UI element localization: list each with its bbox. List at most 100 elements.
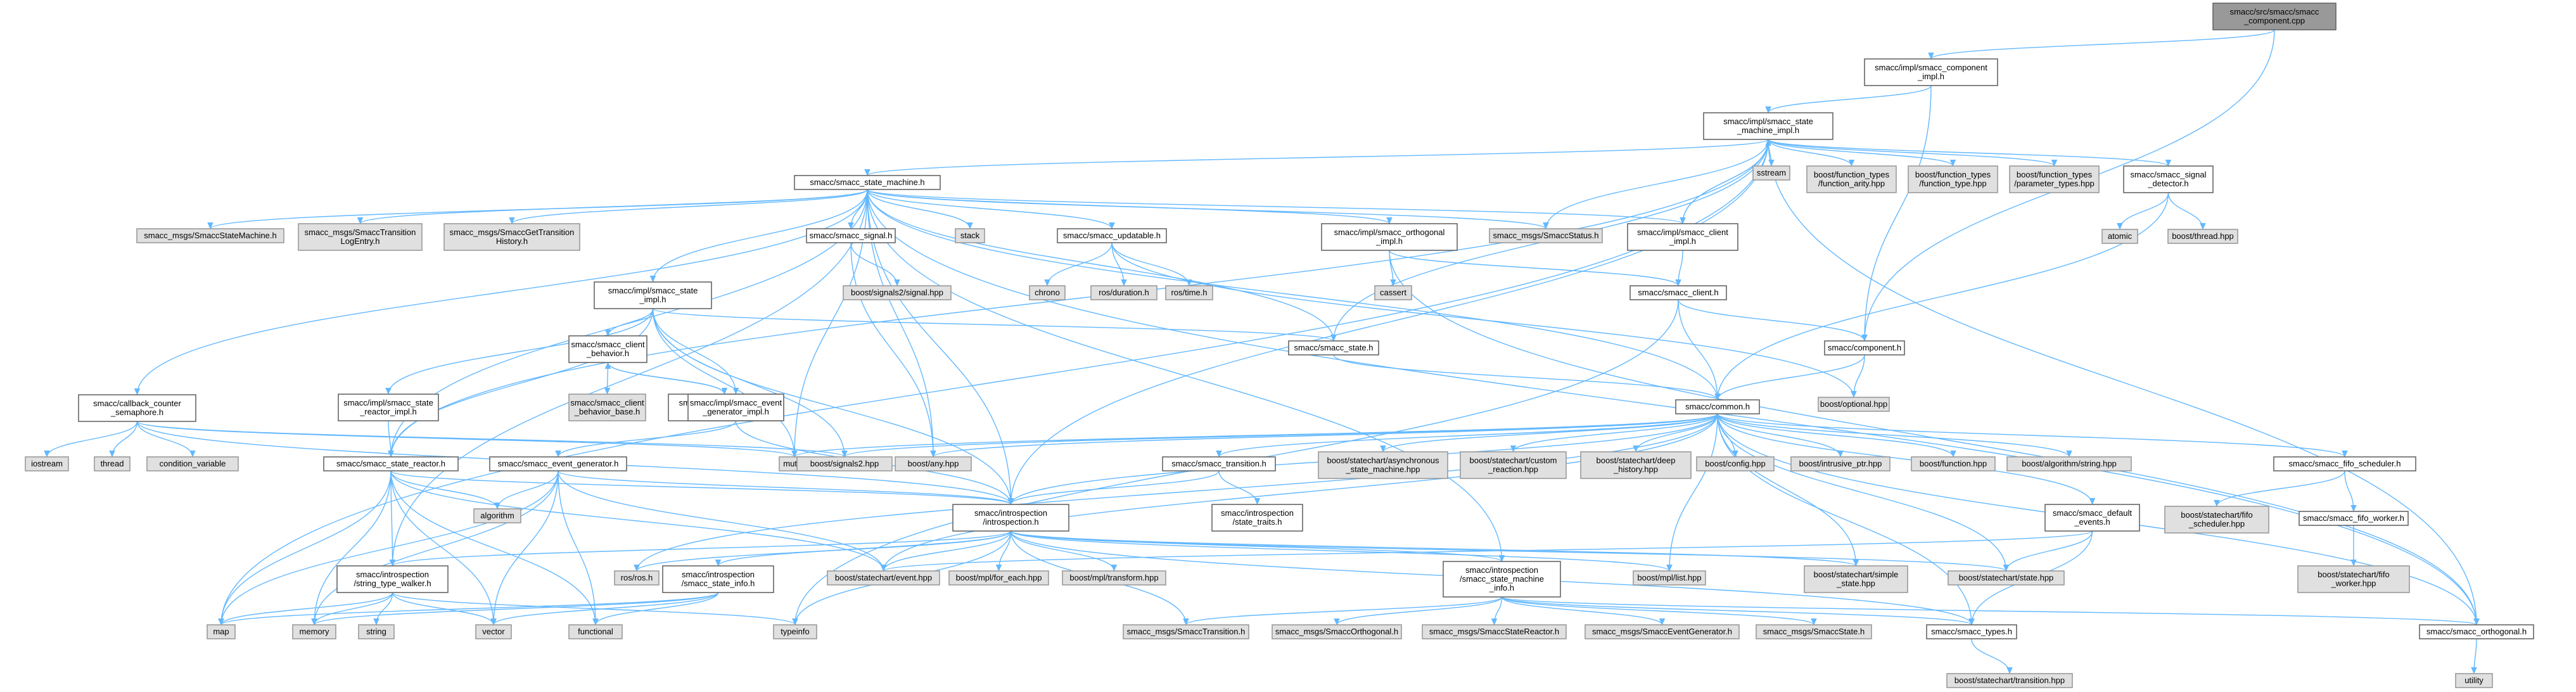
node-iostream[interactable]: iostream [25, 456, 69, 471]
node-sstream[interactable]: sstream [1752, 165, 1790, 181]
node-sr-impl[interactable]: smacc/impl/smacc_state_reactor_impl.h [338, 394, 439, 421]
node-updatable[interactable]: smacc/smacc_updatable.h [1057, 228, 1167, 243]
node-def-events[interactable]: smacc/smacc_default_events.h [2044, 504, 2140, 532]
node-types-h[interactable]: smacc/smacc_types.h [1926, 624, 2017, 639]
node-bsc-deep[interactable]: boost/statechart/deep_history.hpp [1580, 451, 1692, 479]
node-bsc-custom[interactable]: boost/statechart/custom_reaction.hpp [1460, 451, 1567, 479]
node-bsc-async[interactable]: boost/statechart/asynchronous_state_mach… [1318, 451, 1448, 479]
edge-updatable-to-rostime [1111, 242, 1189, 286]
node-balgo[interactable]: boost/algorithm/string.hpp [2006, 456, 2132, 471]
node-fifo-worker[interactable]: smacc/smacc_fifo_worker.h [2299, 511, 2409, 526]
node-bany[interactable]: boost/any.hpp [895, 456, 972, 471]
node-bf-arity[interactable]: boost/function_types/function_arity.hpp [1806, 165, 1897, 193]
node-stack[interactable]: stack [955, 228, 985, 243]
node-rostime[interactable]: ros/time.h [1165, 285, 1213, 300]
node-state-h[interactable]: smacc/smacc_state.h [1288, 340, 1379, 356]
node-condvar[interactable]: condition_variable [146, 456, 239, 471]
node-typeinfo[interactable]: typeinfo [773, 624, 817, 639]
edge-stw-h-to-typeinfo [392, 592, 796, 625]
node-comp-impl[interactable]: smacc/impl/smacc_component_impl.h [1864, 58, 1998, 86]
node-sm-impl[interactable]: smacc/impl/smacc_state_machine_impl.h [1703, 112, 1833, 140]
node-signal-h[interactable]: smacc/smacc_signal.h [806, 228, 896, 243]
node-bsc-transition[interactable]: boost/statechart/transition.hpp [1946, 673, 2073, 688]
node-label: smacc/smacc_client [571, 340, 645, 349]
node-orth-impl[interactable]: smacc/impl/smacc_orthogonal_impl.h [1321, 223, 1458, 251]
edge-sm-h-to-msg-gth [512, 189, 868, 224]
node-bsc-simple[interactable]: boost/statechart/simple_state.hpp [1804, 565, 1908, 593]
edge-state-impl-to-mutex [652, 308, 795, 457]
node-bintr[interactable]: boost/intrusive_ptr.hpp [1790, 456, 1891, 471]
node-rosros[interactable]: ros/ros.h [614, 570, 660, 586]
node-bf-param[interactable]: boost/function_types/parameter_types.hpp [2009, 165, 2100, 193]
node-atomic[interactable]: atomic [2101, 229, 2138, 244]
node-box [1703, 112, 1833, 140]
node-box [1162, 456, 1276, 471]
node-stw-h[interactable]: smacc/introspection/string_type_walker.h [336, 565, 449, 593]
node-box [568, 335, 647, 363]
node-label: boost/config.hpp [1705, 459, 1765, 468]
node-cbsem[interactable]: smacc/callback_counter_semaphore.h [78, 394, 196, 422]
node-algorithm[interactable]: algorithm [473, 508, 521, 523]
node-fifo-sched[interactable]: smacc/smacc_fifo_scheduler.h [2273, 456, 2416, 471]
edge-sm-h-to-updatable [867, 189, 1112, 229]
node-box [948, 570, 1049, 586]
node-bsc-event[interactable]: boost/statechart/event.hpp [827, 570, 940, 586]
edge-sig-det-to-atomic [2120, 192, 2169, 229]
node-client-impl[interactable]: smacc/impl/smacc_client_impl.h [1627, 223, 1738, 251]
node-bsig2[interactable]: boost/signals2.hpp [796, 456, 893, 471]
node-client-h[interactable]: smacc/smacc_client.h [1629, 285, 1727, 300]
node-root[interactable]: smacc/src/smacc/smacc_component.cpp [2212, 3, 2337, 30]
node-msg-eg[interactable]: smacc_msgs/SmaccEventGenerator.h [1584, 624, 1740, 639]
node-msg-status[interactable]: smacc_msgs/SmaccStatus.h [1489, 228, 1603, 243]
node-trans-h[interactable]: smacc/smacc_transition.h [1162, 456, 1276, 471]
node-utility[interactable]: utility [2455, 673, 2493, 688]
node-msg-ssm[interactable]: smacc_msgs/SmaccStateMachine.h [136, 228, 284, 243]
node-bf-type[interactable]: boost/function_types/function_type.hpp [1908, 165, 1998, 193]
node-msg-trans[interactable]: smacc_msgs/SmaccTransition.h [1123, 624, 1249, 639]
node-sreactor-h[interactable]: smacc/smacc_state_reactor.h [323, 456, 459, 471]
node-intro-traits[interactable]: smacc/introspection/state_traits.h [1211, 504, 1303, 532]
node-smi-h[interactable]: smacc/introspection/smacc_state_machine_… [1443, 561, 1561, 598]
node-bsig2sig[interactable]: boost/signals2/signal.hpp [843, 285, 952, 300]
node-introspection-h[interactable]: smacc/introspection/introspection.h [952, 504, 1069, 532]
node-evgen-h[interactable]: smacc/smacc_event_generator.h [489, 456, 627, 471]
node-functional[interactable]: functional [568, 624, 623, 639]
node-state-impl[interactable]: smacc/impl/smacc_state_impl.h [594, 281, 712, 309]
node-bmpl-list[interactable]: boost/mpl/list.hpp [1633, 570, 1706, 586]
node-bsc-state[interactable]: boost/statechart/state.hpp [1948, 570, 2065, 586]
node-boptional[interactable]: boost/optional.hpp [1818, 397, 1890, 412]
node-label: smacc/smacc_signal.h [810, 231, 893, 240]
node-eg-impl[interactable]: smacc/impl/smacc_event_generator_impl.h [687, 394, 784, 421]
node-rosdur[interactable]: ros/duration.h [1090, 285, 1157, 300]
node-msg-state[interactable]: smacc_msgs/SmaccState.h [1756, 624, 1872, 639]
node-box [2297, 565, 2410, 593]
node-cb-base[interactable]: smacc/smacc_client_behavior_base.h [568, 394, 646, 421]
node-bthread[interactable]: boost/thread.hpp [2167, 229, 2238, 244]
node-bsc-fifo-w[interactable]: boost/statechart/fifo_worker.hpp [2297, 565, 2410, 593]
node-memory[interactable]: memory [292, 624, 336, 639]
node-box [1165, 285, 1213, 300]
node-bsc-fifo-s[interactable]: boost/statechart/fifo_scheduler.hpp [2164, 506, 2269, 534]
node-chrono[interactable]: chrono [1029, 285, 1066, 300]
node-string[interactable]: string [358, 624, 395, 639]
node-cb-h[interactable]: smacc/smacc_client_behavior.h [568, 335, 647, 363]
node-cassert[interactable]: cassert [1374, 285, 1412, 300]
node-label: boost/statechart/deep [1596, 456, 1675, 465]
node-ssi-h[interactable]: smacc/introspection/smacc_state_info.h [662, 565, 774, 593]
node-bconfig[interactable]: boost/config.hpp [1696, 456, 1775, 471]
node-sm-h[interactable]: smacc/smacc_state_machine.h [794, 175, 941, 190]
node-thread[interactable]: thread [94, 456, 131, 471]
node-orthogonal-h[interactable]: smacc/smacc_orthogonal.h [2419, 624, 2534, 639]
node-bmpl-transform[interactable]: boost/mpl/transform.hpp [1062, 570, 1166, 586]
node-msg-orth[interactable]: smacc_msgs/SmaccOrthogonal.h [1272, 624, 1402, 639]
node-map[interactable]: map [207, 624, 236, 639]
node-bfunc[interactable]: boost/function.hpp [1911, 456, 1996, 471]
node-bmpl-foreach[interactable]: boost/mpl/for_each.hpp [948, 570, 1049, 586]
node-component-h[interactable]: smacc/component.h [1824, 340, 1905, 356]
node-common-h[interactable]: smacc/common.h [1675, 399, 1760, 414]
node-msg-sr[interactable]: smacc_msgs/SmaccStateReactor.h [1422, 624, 1567, 639]
node-vector[interactable]: vector [475, 624, 512, 639]
node-sig-det[interactable]: smacc/smacc_signal_detector.h [2123, 165, 2214, 193]
